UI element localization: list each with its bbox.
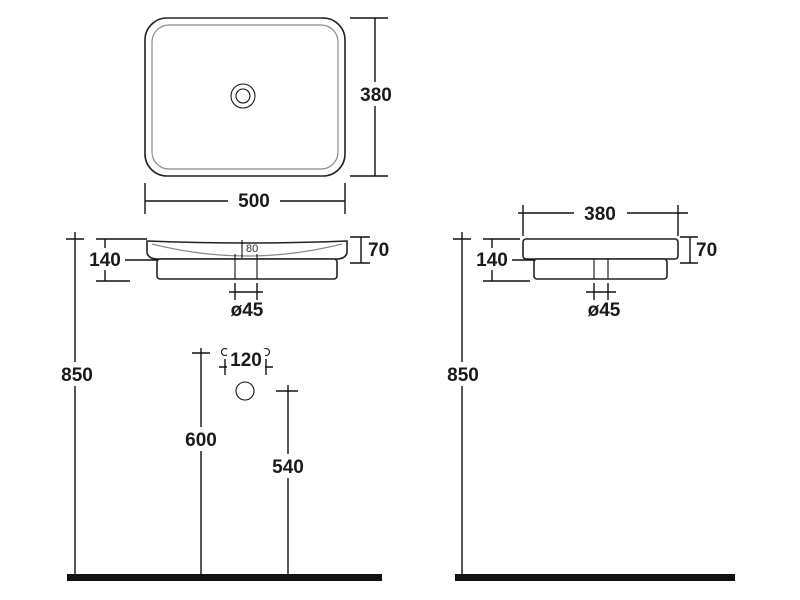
front-bowl-inner-curve (151, 243, 343, 257)
basin-outer-outline (144, 17, 346, 177)
drain-height-label: 540 (272, 457, 304, 478)
basin-inner-outline (151, 24, 339, 170)
side-height-label: 140 (476, 250, 508, 271)
side-counter-label-bg (442, 362, 482, 386)
front-elevation: 80 140 70 ø45 (85, 236, 389, 321)
front-floor-line (67, 574, 382, 581)
tap-spacing-label: 120 (230, 350, 262, 371)
top-view: 500 380 (144, 17, 397, 214)
side-floor-line (455, 574, 735, 581)
side-counter-height-label: 850 (447, 365, 479, 386)
front-height-label: 140 (89, 250, 121, 271)
waste-outlet-circle (235, 381, 255, 401)
side-depth-label: 380 (584, 204, 616, 225)
front-rim-label: 70 (368, 240, 389, 261)
side-elevation: 380 140 70 ø45 (472, 204, 717, 321)
side-base-block (533, 258, 668, 280)
front-counter-label-bg (56, 362, 96, 386)
side-installation: 850 (442, 232, 735, 581)
side-height-label-bg (472, 248, 512, 270)
drain-outer-circle (230, 83, 256, 109)
tap-height-label-bg (180, 427, 222, 451)
front-counter-height-label: 850 (61, 365, 93, 386)
depth-label-background (355, 82, 397, 106)
drain-inner-circle (235, 88, 251, 104)
side-rim-label: 70 (696, 240, 717, 261)
side-drain-label: ø45 (588, 300, 621, 321)
front-base-block (156, 258, 338, 280)
top-depth-label: 380 (360, 85, 392, 106)
front-drain-label: ø45 (231, 300, 264, 321)
front-bowl-profile (146, 240, 348, 260)
front-height-label-bg (85, 248, 125, 270)
top-width-label: 500 (238, 191, 270, 212)
side-bowl-block (522, 238, 679, 260)
tap-spacing-label-bg (227, 349, 265, 369)
tap-height-label: 600 (185, 430, 217, 451)
drain-height-label-bg (266, 454, 310, 478)
front-inner-label: 80 (246, 243, 258, 255)
front-installation: 850 120 600 540 (56, 232, 382, 581)
